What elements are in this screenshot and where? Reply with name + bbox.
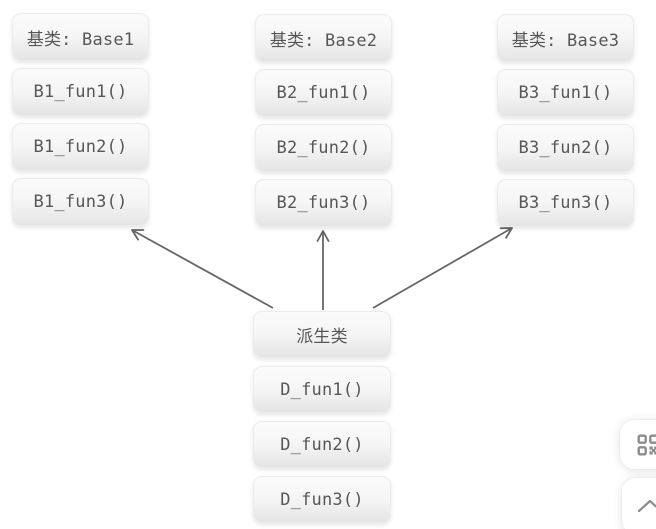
base3-class-header: 基类: Base3 <box>497 14 634 62</box>
base3-class-column: 基类: Base3 B3_fun1() B3_fun2() B3_fun3() <box>497 14 634 227</box>
derived-method-box: D_fun3() <box>253 476 391 523</box>
derived-method-box: D_fun1() <box>253 366 391 413</box>
base1-method-box: B1_fun2() <box>12 123 149 171</box>
base2-class-column: 基类: Base2 B2_fun1() B2_fun2() B2_fun3() <box>255 14 392 227</box>
arrow-derived-to-base3 <box>372 227 513 309</box>
base1-class-header: 基类: Base1 <box>12 13 149 61</box>
back-to-top-button[interactable] <box>622 478 656 529</box>
base3-method-box: B3_fun3() <box>497 179 634 227</box>
base2-method-box: B2_fun3() <box>255 179 392 227</box>
base3-method-box: B3_fun1() <box>497 69 634 117</box>
qr-code-button[interactable] <box>620 420 656 469</box>
arrow-derived-to-base1 <box>131 229 274 309</box>
base2-method-box: B2_fun1() <box>255 69 392 117</box>
chevron-up-icon <box>637 498 656 514</box>
derived-class-header: 派生类 <box>253 311 391 358</box>
qr-code-icon <box>637 434 656 456</box>
base1-method-box: B1_fun1() <box>12 68 149 116</box>
derived-class-column: 派生类 D_fun1() D_fun2() D_fun3() <box>253 311 391 523</box>
base2-class-header: 基类: Base2 <box>255 14 392 62</box>
base2-method-box: B2_fun2() <box>255 124 392 172</box>
derived-method-box: D_fun2() <box>253 421 391 468</box>
base1-method-box: B1_fun3() <box>12 178 149 226</box>
base3-method-box: B3_fun2() <box>497 124 634 172</box>
base1-class-column: 基类: Base1 B1_fun1() B1_fun2() B1_fun3() <box>12 13 149 226</box>
